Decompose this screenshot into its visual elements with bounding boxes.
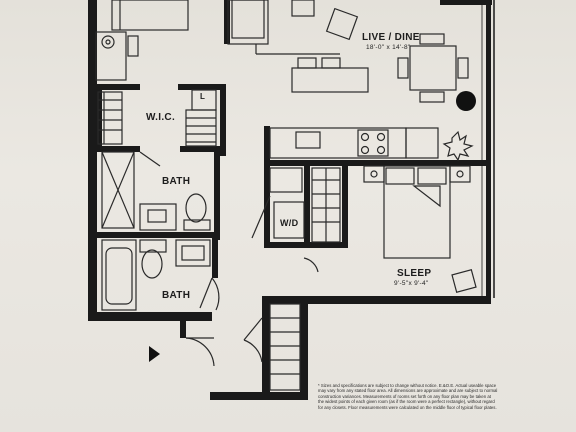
wall-bottom-left [88, 312, 212, 321]
vanity-bath1 [139, 203, 177, 231]
wall-corridor-left [262, 296, 270, 400]
wall-right-outer [486, 0, 491, 300]
bed [383, 165, 451, 259]
room-label-sleep: SLEEP [397, 268, 432, 279]
kitchen-island [291, 67, 369, 93]
shower [101, 151, 135, 229]
disclaimer-text: * Sizes and specifications are subject t… [318, 383, 550, 410]
dining-table [409, 45, 457, 91]
wall-wic-top [178, 84, 226, 90]
nightstand-left [363, 165, 385, 183]
wall-wd-right [342, 166, 348, 248]
wall-wic-right [220, 84, 226, 156]
wall-closet-divider [304, 166, 310, 248]
room-label-wd: W/D [280, 218, 299, 228]
wall-wic-left [96, 90, 102, 152]
disclaimer-line: may vary from any stated floor area. All… [318, 388, 498, 394]
sink-kitchen [295, 131, 321, 149]
wall-sleep-bottom [300, 296, 491, 304]
nightstand-right [449, 165, 471, 183]
sleep-chair [451, 268, 477, 294]
wall-corridor-right [300, 296, 308, 400]
room-label-bath-1: BATH [162, 176, 191, 187]
disclaimer-line: * Sizes and specifications are subject t… [318, 383, 497, 388]
wall-bath-divider [96, 232, 220, 238]
coffee-table [291, 0, 315, 17]
wall-kitchen-bottom [264, 160, 490, 166]
wall-closet-top [224, 0, 230, 44]
entry-arrow [149, 346, 160, 362]
closet-top-left [111, 0, 189, 31]
room-label-linen: L [200, 92, 206, 101]
wall-wic-bottom [96, 146, 140, 152]
washer-dryer [273, 201, 305, 239]
wall-corridor-bottom [210, 392, 308, 400]
toilet-bath1 [185, 193, 207, 223]
room-label-wic: W.I.C. [146, 112, 176, 123]
stove [357, 129, 389, 157]
vanity-bath2 [175, 239, 211, 267]
washer-unit [95, 31, 127, 81]
room-label-bath-2: BATH [162, 290, 191, 301]
wall-bath2-right [212, 238, 218, 278]
room-dims-sleep: 9'-5"x 9'-4" [394, 280, 429, 287]
fridge [405, 127, 439, 159]
wall-wic-bottom2 [180, 146, 226, 152]
entry-closet [269, 303, 301, 391]
wall-left-outer [88, 0, 97, 320]
armchair [325, 7, 359, 41]
round-fixture [456, 91, 476, 111]
wall-top-right [440, 0, 492, 5]
wall-wd-left [264, 166, 270, 246]
wall-bath1-right [214, 150, 220, 240]
linen-closet [191, 89, 217, 111]
wall-upper-hall [96, 84, 140, 90]
disclaimer-line: for any closets. Floor measurements were… [318, 404, 497, 410]
kitchen-counter [269, 127, 407, 159]
disclaimer-line: the widest points of each given room (as… [318, 399, 495, 405]
wall-entry-left [180, 318, 186, 338]
wall-kitchen-left [264, 126, 270, 166]
disclaimer-line: construction variances. Measurements of … [318, 393, 491, 399]
room-dims-live-dine: 18'-0" x 14'-8" [366, 44, 411, 51]
room-label-live-dine: LIVE / DINE [362, 32, 420, 43]
wall-entry-top [262, 296, 304, 304]
toilet-bath2 [141, 249, 163, 279]
toilet-top [101, 35, 115, 49]
sofa [227, 0, 269, 45]
bathtub [101, 239, 137, 311]
